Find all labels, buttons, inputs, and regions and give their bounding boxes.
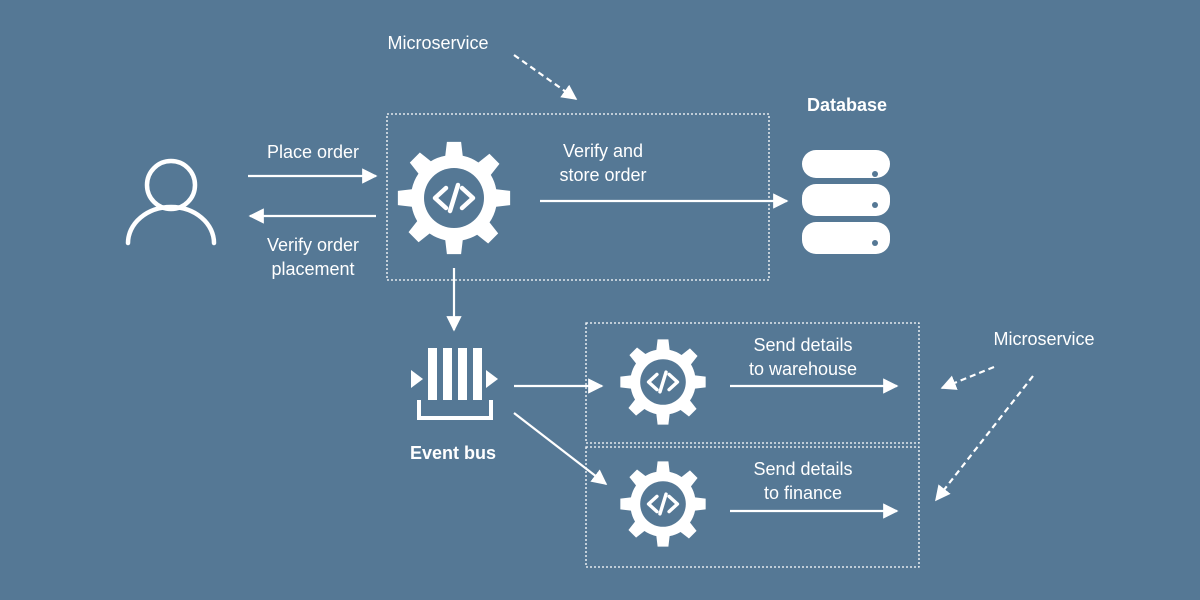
- place-order-label: Place order: [266, 142, 360, 162]
- event-bus-icon: [411, 348, 498, 420]
- bus-to-finance-arrow: [513, 412, 608, 485]
- order-service-gear-icon: [398, 142, 510, 254]
- verify-order-placement-line2: placement: [271, 259, 355, 279]
- user-icon: [125, 158, 217, 246]
- verify-store-order-line2: store order: [559, 165, 647, 185]
- verify-store-order-line1: Verify and: [562, 141, 644, 161]
- event-bus-label: Event bus: [409, 443, 497, 463]
- finance-microservice-box: [585, 446, 920, 568]
- microservice-right-pointer-lower: [935, 375, 1034, 502]
- send-warehouse-line1: Send details: [753, 335, 853, 355]
- verify-order-placement-line1: Verify order: [266, 235, 360, 255]
- warehouse-microservice-box: [585, 322, 920, 444]
- database-label: Database: [806, 95, 888, 115]
- send-finance-line1: Send details: [753, 459, 853, 479]
- finance-service-gear-icon: [618, 459, 708, 549]
- send-warehouse-line2: to warehouse: [748, 359, 858, 379]
- microservice-top-pointer: [513, 54, 578, 100]
- warehouse-service-gear-icon: [618, 337, 708, 427]
- microservice-right-pointer-upper: [940, 365, 995, 390]
- database-icon: [802, 150, 890, 254]
- send-finance-line2: to finance: [763, 483, 843, 503]
- order-microservice-box: [386, 113, 770, 281]
- microservice-label-right: Microservice: [993, 329, 1095, 349]
- microservice-label-top: Microservice: [387, 33, 489, 53]
